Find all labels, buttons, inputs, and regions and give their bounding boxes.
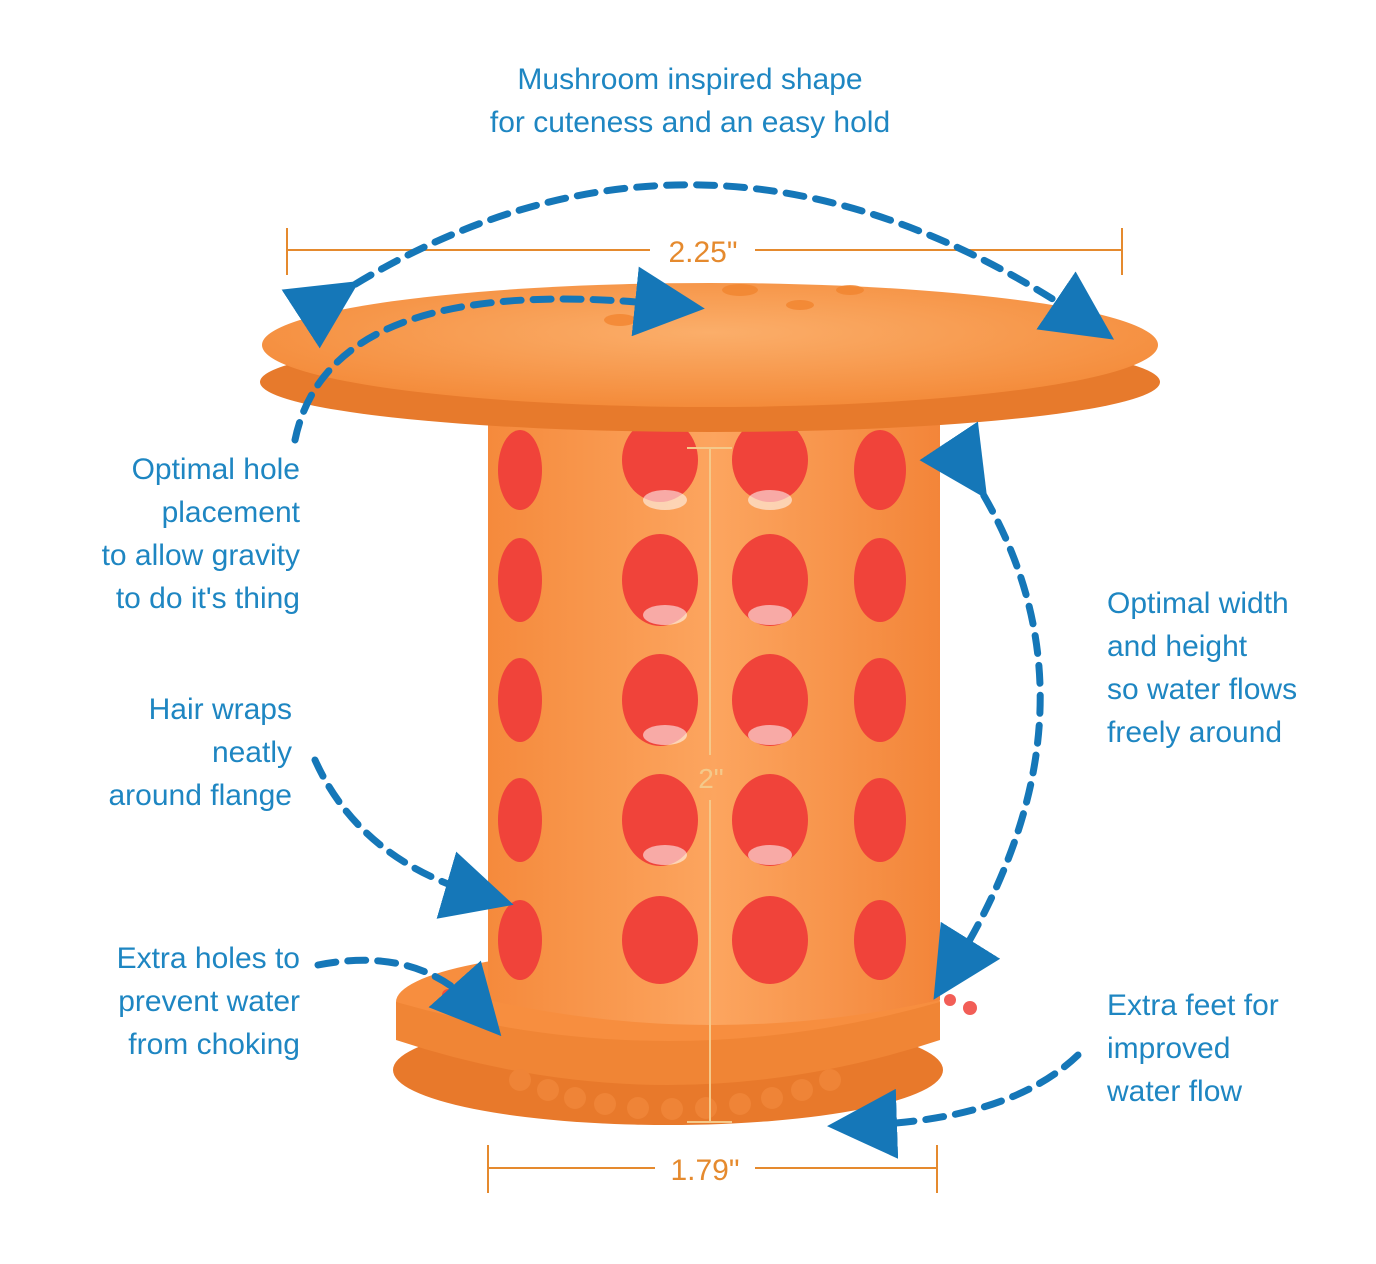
callout-extra-holes-line-1: Extra holes to bbox=[116, 942, 300, 975]
callout-holes: Optimal hole placement to allow gravity … bbox=[20, 448, 300, 620]
dashed-arrows bbox=[281, 181, 1115, 1159]
callout-hair-line-2: neatly bbox=[211, 736, 292, 769]
callout-width-height-line-2: and height bbox=[1107, 630, 1248, 663]
callout-holes-line-4: to do it's thing bbox=[115, 582, 300, 615]
dimension-bottom-width bbox=[487, 1145, 938, 1193]
callout-feet-line-3: water flow bbox=[1107, 1075, 1243, 1108]
callout-hair-line-1: Hair wraps bbox=[148, 693, 292, 726]
callout-width-height: Optimal width and height so water flows … bbox=[1107, 582, 1367, 754]
callout-extra-holes-line-3: from choking bbox=[128, 1028, 300, 1061]
callout-holes-line-3: to allow gravity bbox=[101, 539, 300, 572]
callout-mushroom-line-1: Mushroom inspired shape bbox=[517, 63, 863, 96]
callout-mushroom: Mushroom inspired shape for cuteness and… bbox=[440, 58, 940, 144]
callout-width-height-line-4: freely around bbox=[1107, 716, 1283, 749]
dimension-bottom-width-label: 1.79" bbox=[670, 1154, 739, 1187]
callout-extra-holes: Extra holes to prevent water from chokin… bbox=[20, 937, 300, 1066]
dimension-height bbox=[687, 447, 732, 1123]
callout-feet-line-2: improved bbox=[1107, 1032, 1231, 1065]
dimension-top-width bbox=[286, 228, 1123, 275]
callout-extra-holes-line-2: prevent water bbox=[118, 985, 300, 1018]
callout-holes-line-1: Optimal hole bbox=[131, 453, 300, 486]
callout-width-height-line-1: Optimal width bbox=[1107, 587, 1289, 620]
mushroom-cap bbox=[260, 283, 1160, 432]
dimension-top-width-label: 2.25" bbox=[668, 236, 737, 269]
hole-grid bbox=[498, 418, 906, 984]
callout-hair: Hair wraps neatly around flange bbox=[20, 688, 293, 817]
callout-width-height-line-3: so water flows bbox=[1107, 673, 1298, 706]
feet-arrow-icon bbox=[827, 1051, 1082, 1159]
callout-feet-line-1: Extra feet for bbox=[1107, 989, 1279, 1022]
dimension-height-label: 2" bbox=[698, 763, 724, 794]
extra-holes-arrow-icon bbox=[314, 956, 502, 1037]
feet bbox=[509, 1069, 841, 1120]
callout-mushroom-line-2: for cuteness and an easy hold bbox=[489, 106, 891, 139]
hair-arrow-icon bbox=[311, 756, 514, 919]
callout-feet: Extra feet for improved water flow bbox=[1107, 984, 1367, 1113]
callout-holes-line-2: placement bbox=[161, 496, 300, 529]
callout-hair-line-3: around flange bbox=[108, 779, 293, 812]
width-height-arrow-icon bbox=[919, 421, 1044, 1000]
holes-arrow-icon bbox=[291, 266, 705, 444]
mushroom-arrow-icon bbox=[281, 181, 1115, 349]
cylinder-body bbox=[488, 410, 940, 1025]
